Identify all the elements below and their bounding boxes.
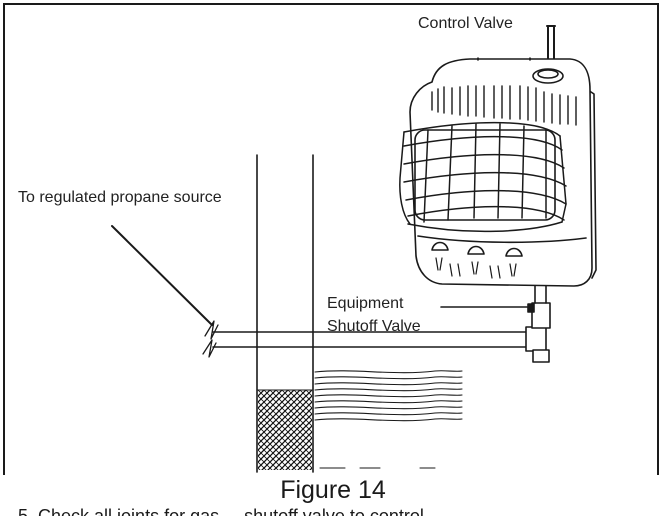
- wall: [256, 154, 314, 473]
- control-valve-label: Control Valve: [418, 15, 513, 32]
- control-valve-knob: [532, 68, 564, 84]
- propane-leader-line: [111, 225, 213, 326]
- shutoff-valve-label-line1: Equipment: [327, 295, 404, 312]
- floor-section: [314, 370, 463, 469]
- instruction-text-fragment: 5. Check all joints for gas ... shutoff …: [18, 506, 424, 516]
- shutoff-valve-body: [531, 302, 551, 329]
- gas-pipe: [202, 282, 551, 363]
- safety-grill: [399, 121, 567, 233]
- wall-heater: [399, 25, 597, 287]
- pipe-break-symbol: [204, 320, 219, 340]
- figure-caption: Figure 14: [0, 475, 666, 505]
- figure-caption-text: Figure 14: [274, 476, 392, 504]
- propane-source-label: To regulated propane source: [18, 189, 222, 206]
- pipe-elbow: [525, 326, 547, 352]
- shutoff-valve-label-line2: Shutoff Valve: [327, 318, 421, 335]
- burner-ports: [431, 241, 523, 279]
- radiant-panel: [414, 129, 556, 221]
- shutoff-valve-handle: [527, 303, 535, 313]
- wall-cutaway-hatch: [258, 390, 312, 470]
- top-vents: [431, 85, 577, 126]
